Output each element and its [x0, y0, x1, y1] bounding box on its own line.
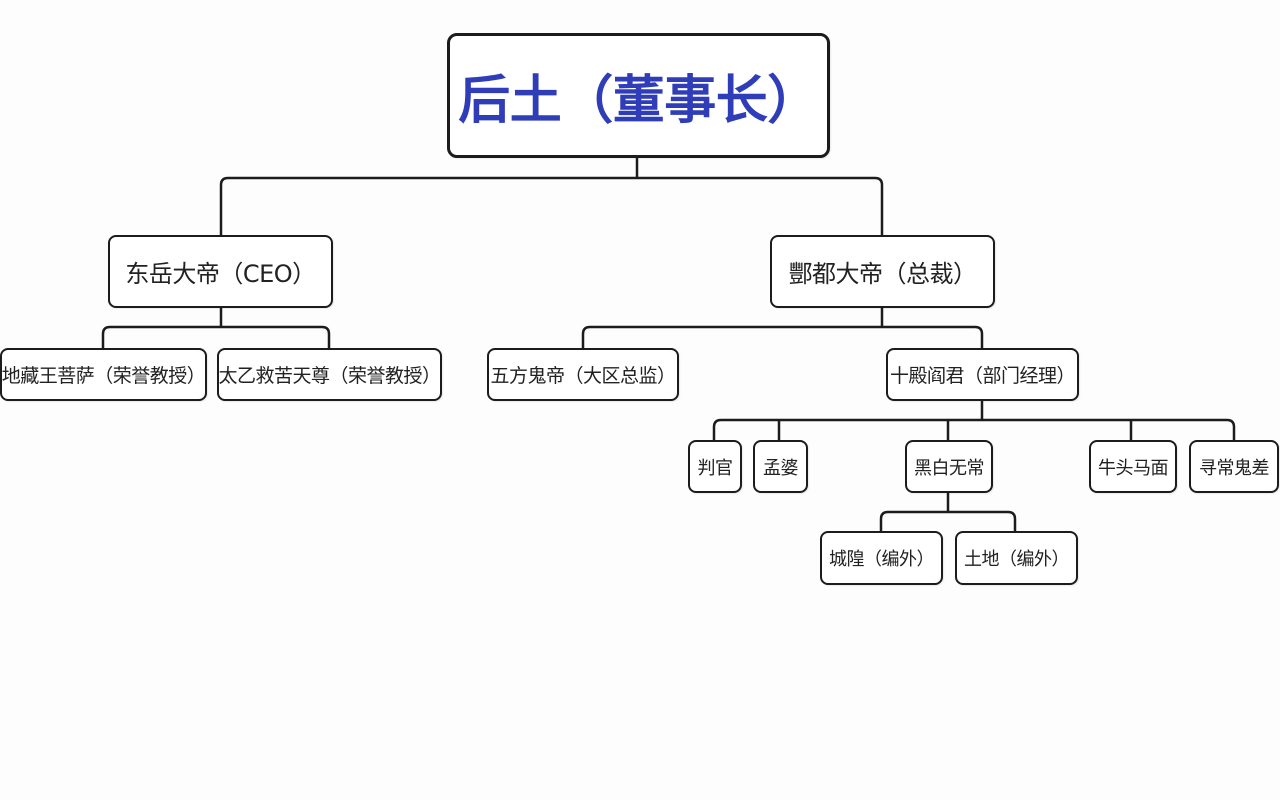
node-chenghuang: 城隍（编外）	[820, 531, 943, 585]
edge-root-to-level1	[219, 156, 884, 237]
node-heibai-wuchang: 黑白无常	[905, 440, 993, 493]
node-dizang-bodhisattva: 地藏王菩萨（荣誉教授）	[0, 348, 207, 401]
edge-fengdu-to-children	[581, 306, 984, 350]
edge-heibai-to-children	[879, 491, 1017, 533]
node-panguan: 判官	[688, 440, 742, 493]
node-tudi: 土地（编外）	[955, 531, 1078, 585]
node-niutou-mamian: 牛头马面	[1089, 440, 1177, 493]
node-mengpo: 孟婆	[753, 440, 808, 493]
node-fengdu-president: 酆都大帝（总裁）	[770, 235, 995, 308]
edge-dongyue-to-children	[101, 306, 331, 350]
edge-shidian-to-children	[712, 399, 1236, 442]
node-shidian-yanjun: 十殿阎君（部门经理）	[886, 348, 1079, 401]
node-wufang-guidi: 五方鬼帝（大区总监）	[487, 348, 679, 401]
node-houtu-chairman: 后土（董事长）	[447, 33, 830, 158]
node-xunchang-guichai: 寻常鬼差	[1189, 440, 1279, 493]
node-taiyi-tianzun: 太乙救苦天尊（荣誉教授）	[217, 348, 442, 401]
node-dongyue-ceo: 东岳大帝（CEO）	[108, 235, 333, 308]
